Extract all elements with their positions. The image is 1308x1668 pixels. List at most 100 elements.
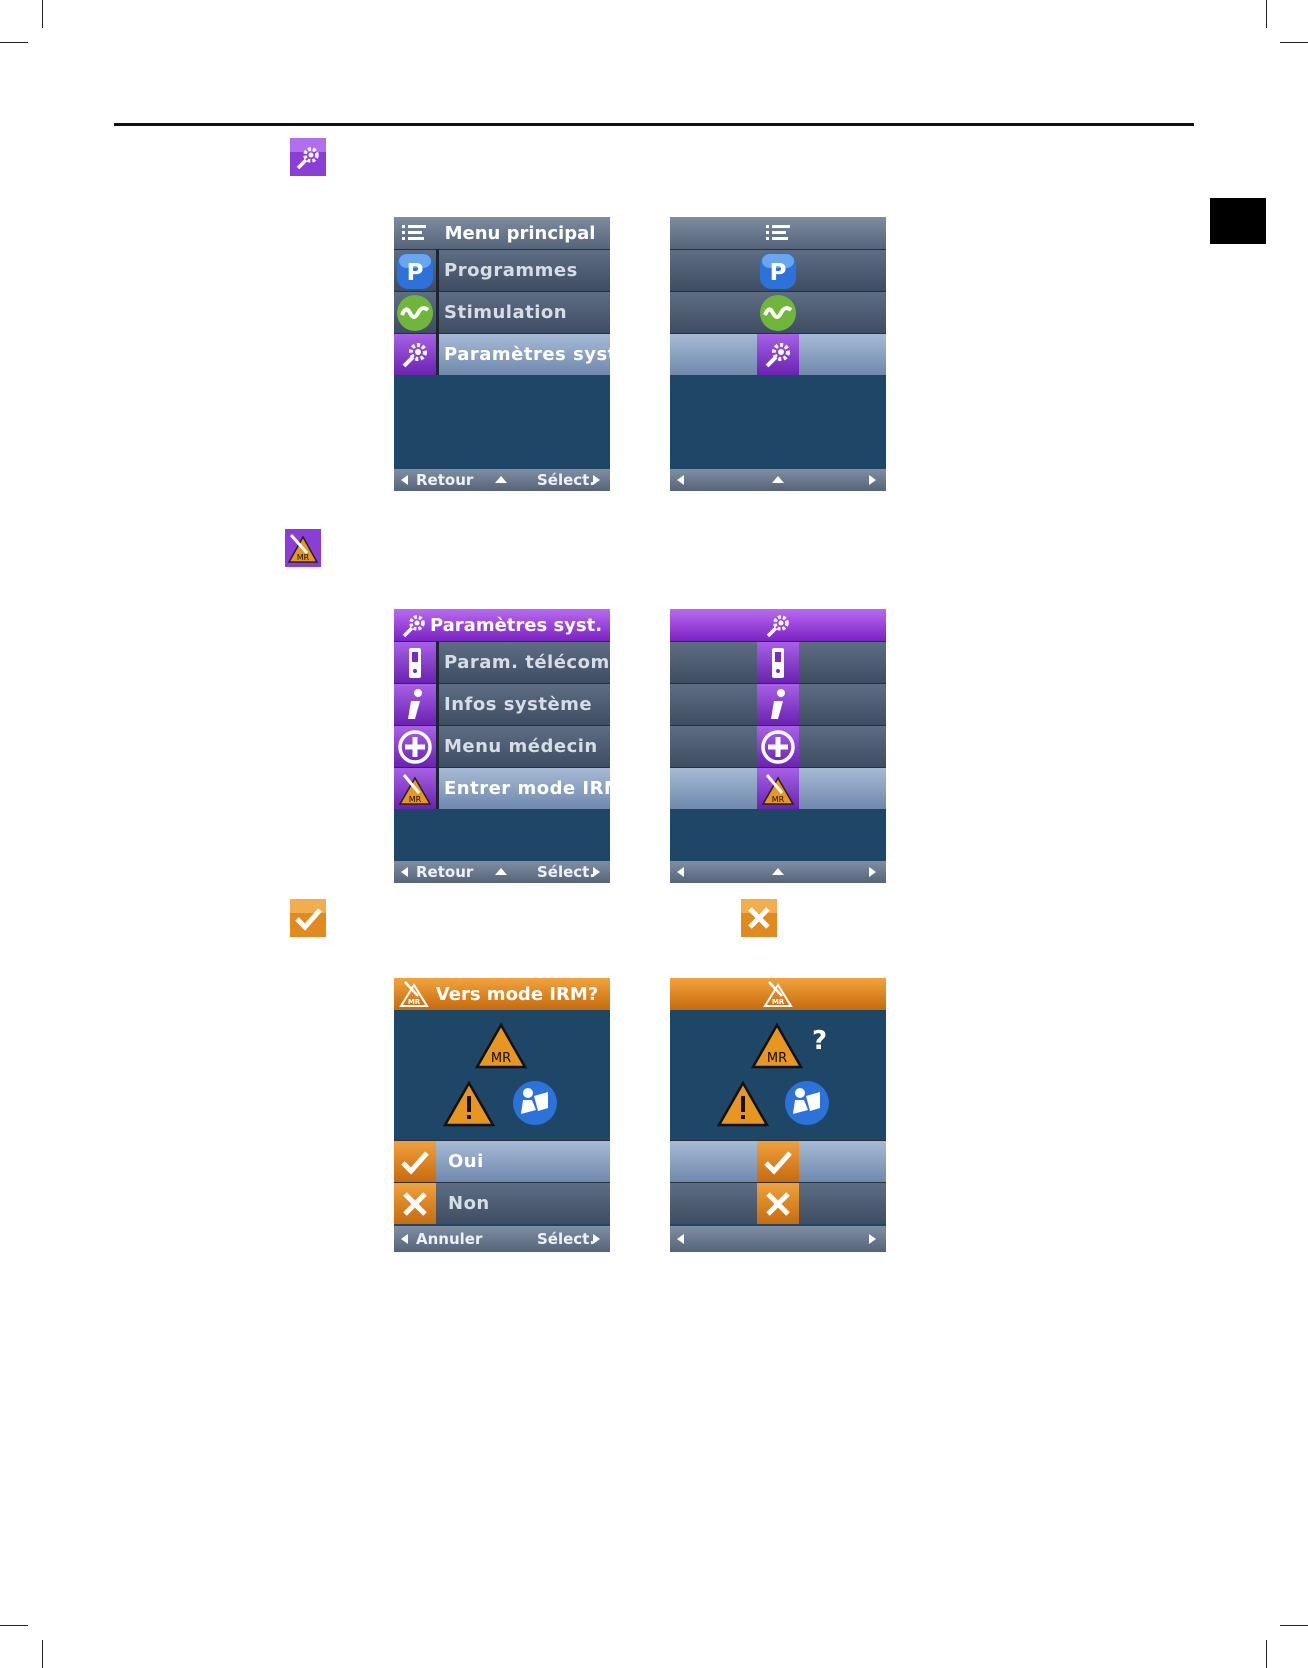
remote-icon <box>394 642 436 683</box>
option-no[interactable]: Non <box>394 1182 610 1224</box>
menu-item-system-settings[interactable] <box>670 333 886 375</box>
system-settings-screen: Paramètres syst. Param. télécom. Infos s… <box>394 609 610 883</box>
screen-header <box>670 217 886 249</box>
cancel-label[interactable]: Annuler <box>416 1230 482 1248</box>
screen-title: Vers mode IRM? <box>406 984 598 1005</box>
list-icon <box>397 219 431 247</box>
menu-item-physician-menu[interactable] <box>670 725 886 767</box>
svg-text:P: P <box>770 260 787 286</box>
menu-item-programmes[interactable]: P <box>670 249 886 291</box>
svg-text:MR: MR <box>408 998 421 1006</box>
option-yes[interactable] <box>670 1140 886 1182</box>
close-icon <box>741 899 777 937</box>
crop-mark <box>42 0 43 28</box>
plus-icon <box>394 726 436 767</box>
settings-icon <box>397 611 431 639</box>
screen-title: Menu principal <box>409 223 596 244</box>
crop-mark <box>1280 1625 1308 1626</box>
up-arrow-icon[interactable] <box>495 868 507 875</box>
warning-icon <box>716 1080 770 1128</box>
menu-item-enter-mri-mode[interactable]: MR Entrer mode IRM <box>394 767 610 809</box>
screen-title: Paramètres syst. <box>402 615 602 636</box>
p-icon: P <box>394 250 436 291</box>
header-rule <box>114 123 1194 126</box>
menu-item-stimulation[interactable] <box>670 291 886 333</box>
mri-confirm-screen: MR Vers mode IRM? MR Oui Non Annuler Sél… <box>394 978 610 1252</box>
screen-header: MR Vers mode IRM? <box>394 978 610 1010</box>
menu-item-remote-settings[interactable]: Param. télécom. <box>394 641 610 683</box>
main-menu-icon-screen: P <box>670 217 886 491</box>
select-label[interactable]: Sélect. <box>537 471 595 489</box>
select-label[interactable]: Sélect. <box>537 863 595 881</box>
select-label[interactable]: Sélect. <box>537 1230 595 1248</box>
crop-mark <box>1266 0 1267 28</box>
right-arrow-icon[interactable] <box>869 867 876 877</box>
menu-item-enter-mri-mode[interactable]: MR <box>670 767 886 809</box>
p-icon: P <box>757 250 799 291</box>
option-label: Oui <box>448 1141 484 1182</box>
right-arrow-icon[interactable] <box>869 475 876 485</box>
mri-icon: MR <box>761 980 795 1008</box>
icon-separator <box>436 249 439 375</box>
back-label[interactable]: Retour <box>416 863 473 881</box>
left-arrow-icon[interactable] <box>677 475 684 485</box>
option-no[interactable] <box>670 1182 886 1224</box>
crop-mark <box>0 1625 28 1626</box>
left-arrow-icon[interactable] <box>677 1234 684 1244</box>
screen-footer: Retour Sélect. <box>394 469 610 491</box>
crop-mark <box>1280 42 1308 43</box>
question-mark: ? <box>812 1026 827 1056</box>
svg-text:P: P <box>407 260 424 286</box>
left-arrow-icon[interactable] <box>677 867 684 877</box>
left-arrow-icon[interactable] <box>401 475 408 485</box>
crop-mark <box>0 42 28 43</box>
screen-header: Paramètres syst. <box>394 609 610 641</box>
check-icon <box>757 1141 799 1182</box>
mr-warning-icon: MR <box>750 1022 804 1070</box>
menu-item-stimulation[interactable]: Stimulation <box>394 291 610 333</box>
menu-item-system-info[interactable] <box>670 683 886 725</box>
up-arrow-icon[interactable] <box>772 868 784 875</box>
close-icon <box>394 1183 436 1224</box>
up-arrow-icon[interactable] <box>495 476 507 483</box>
menu-item-system-settings[interactable]: Paramètres syst. <box>394 333 610 375</box>
mr-warning-icon: MR <box>474 1022 528 1070</box>
svg-text:MR: MR <box>297 553 310 562</box>
svg-text:MR: MR <box>409 795 422 804</box>
screen-footer <box>670 1226 886 1252</box>
right-arrow-icon[interactable] <box>869 1234 876 1244</box>
menu-item-physician-menu[interactable]: Menu médecin <box>394 725 610 767</box>
plus-icon <box>757 726 799 767</box>
main-menu-screen: Menu principal P Programmes Stimulation … <box>394 217 610 491</box>
menu-item-remote-settings[interactable] <box>670 641 886 683</box>
check-icon <box>394 1141 436 1182</box>
system-settings-icon-screen: MR <box>670 609 886 883</box>
svg-text:MR: MR <box>491 1051 511 1066</box>
menu-item-label: Param. télécom. <box>444 642 610 683</box>
menu-item-system-info[interactable]: Infos système <box>394 683 610 725</box>
screen-header: Menu principal <box>394 217 610 249</box>
menu-item-label: Programmes <box>444 250 578 291</box>
right-arrow-icon[interactable] <box>593 475 600 485</box>
left-arrow-icon[interactable] <box>401 1234 408 1244</box>
menu-item-label: Paramètres syst. <box>444 334 610 375</box>
crop-mark <box>42 1640 43 1668</box>
screen-footer <box>670 469 886 491</box>
back-label[interactable]: Retour <box>416 471 473 489</box>
settings-icon <box>757 334 799 375</box>
manual-icon <box>784 1080 830 1126</box>
menu-item-programmes[interactable]: P Programmes <box>394 249 610 291</box>
right-arrow-icon[interactable] <box>593 867 600 877</box>
mri-icon: MR <box>394 768 436 809</box>
mri-confirm-icon-screen: MR MR ? <box>670 978 886 1252</box>
screen-header <box>670 609 886 641</box>
manual-icon <box>512 1080 558 1126</box>
menu-item-label: Menu médecin <box>444 726 598 767</box>
mri-icon: MR <box>397 980 431 1008</box>
left-arrow-icon[interactable] <box>401 867 408 877</box>
section-tab <box>1210 198 1266 244</box>
option-yes[interactable]: Oui <box>394 1140 610 1182</box>
up-arrow-icon[interactable] <box>772 476 784 483</box>
right-arrow-icon[interactable] <box>593 1234 600 1244</box>
wave-icon <box>757 292 799 333</box>
